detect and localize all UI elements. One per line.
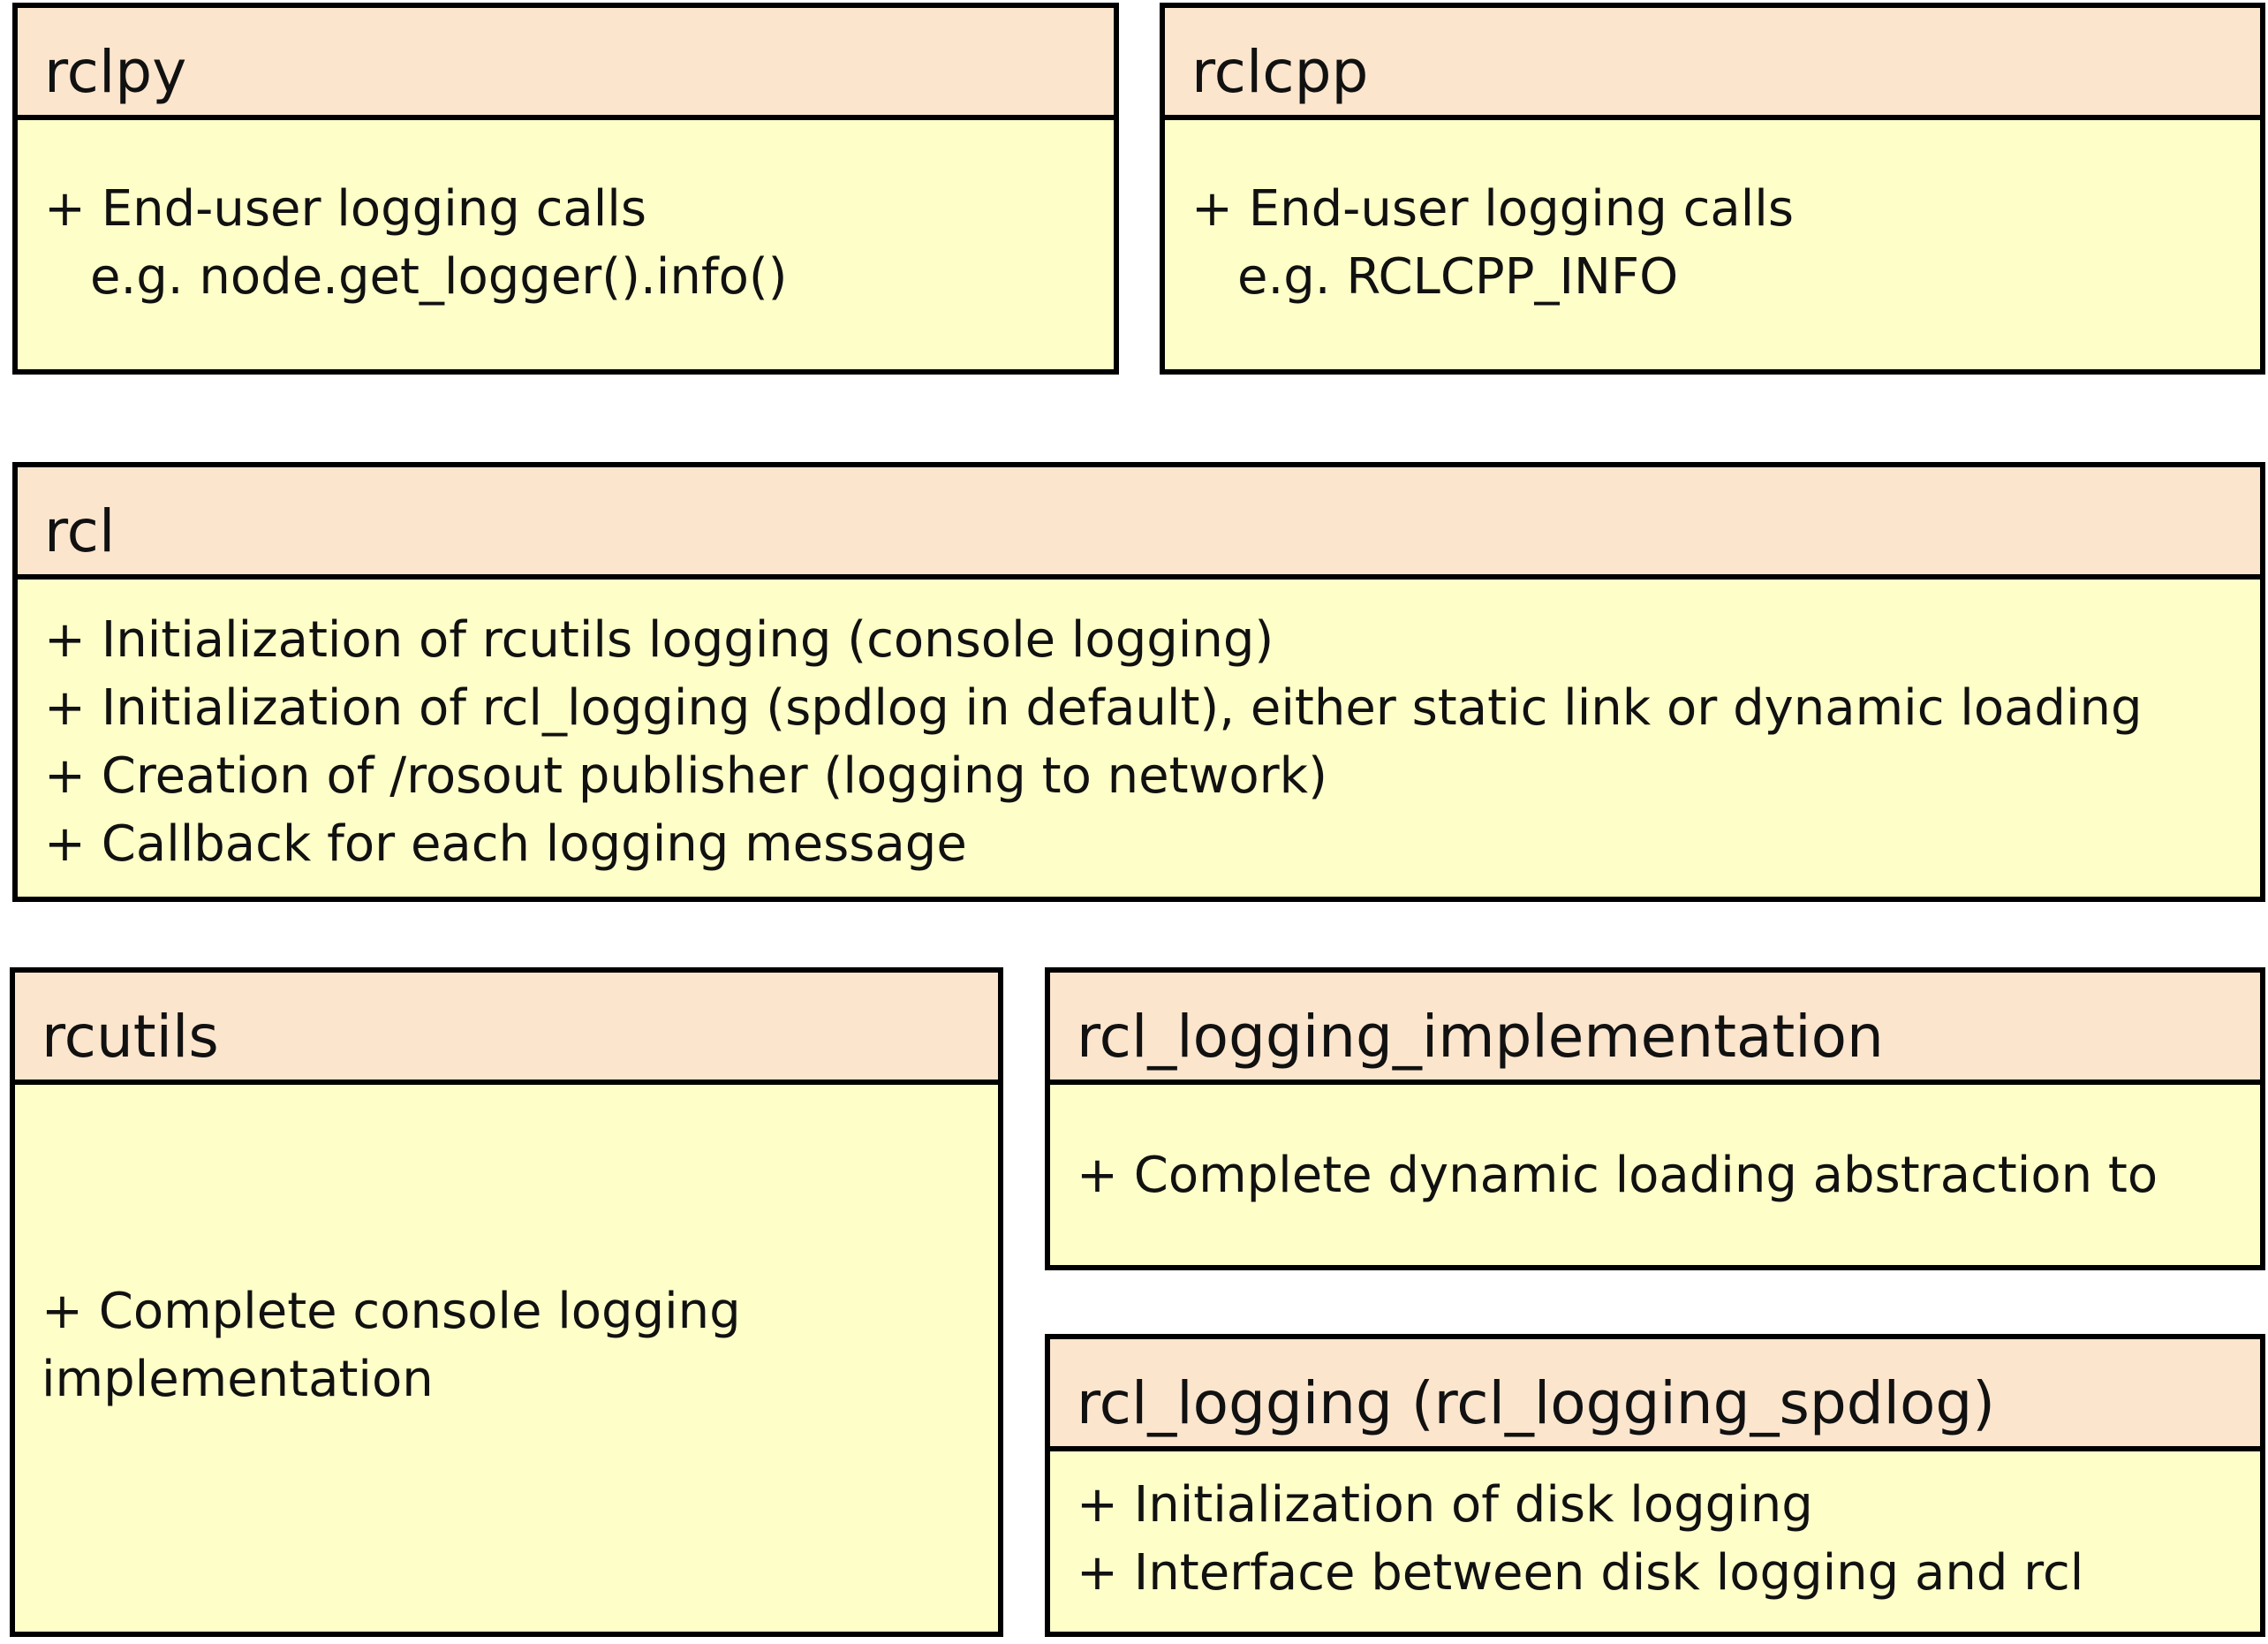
rcl-title: rcl bbox=[18, 467, 2260, 580]
rcl-logging-body: + Initialization of disk logging + Inter… bbox=[1050, 1451, 2260, 1632]
rclcpp-body: + End-user logging calls e.g. RCLCPP_INF… bbox=[1165, 120, 2260, 369]
rcl-line-4: + Callback for each logging message bbox=[44, 815, 967, 873]
rclpy-body: + End-user logging calls e.g. node.get_l… bbox=[18, 120, 1114, 369]
rclcpp-box: rclcpp + End-user logging calls e.g. RCL… bbox=[1160, 3, 2265, 375]
rclpy-line-1: + End-user logging calls bbox=[44, 180, 647, 238]
rcutils-body: + Complete console logging implementatio… bbox=[15, 1085, 998, 1632]
rclcpp-line-2: e.g. RCLCPP_INFO bbox=[1237, 248, 1679, 306]
rcl-logging-implementation-line-1: + Complete dynamic loading abstraction t… bbox=[1077, 1146, 2158, 1204]
rclpy-line-2: e.g. node.get_logger().info() bbox=[90, 248, 788, 306]
rcl-logging-implementation-box: rcl_logging_implementation + Complete dy… bbox=[1045, 967, 2265, 1270]
rcl-logging-line-1: + Initialization of disk logging bbox=[1077, 1476, 1813, 1534]
rcl-logging-implementation-body: + Complete dynamic loading abstraction t… bbox=[1050, 1085, 2260, 1265]
rcl-logging-implementation-title: rcl_logging_implementation bbox=[1050, 973, 2260, 1085]
rcl-line-2: + Initialization of rcl_logging (spdlog … bbox=[44, 679, 2143, 737]
rcutils-line-1: + Complete console logging bbox=[42, 1282, 741, 1340]
rcutils-box: rcutils + Complete console logging imple… bbox=[10, 967, 1003, 1637]
rcl-line-3: + Creation of /rosout publisher (logging… bbox=[44, 747, 1327, 805]
rcl-logging-line-2: + Interface between disk logging and rcl bbox=[1077, 1544, 2084, 1602]
rcl-body: + Initialization of rcutils logging (con… bbox=[18, 580, 2260, 897]
rcl-line-1: + Initialization of rcutils logging (con… bbox=[44, 611, 1274, 669]
rclcpp-title: rclcpp bbox=[1165, 8, 2260, 120]
rcutils-line-2: implementation bbox=[42, 1350, 434, 1408]
rcl-box: rcl + Initialization of rcutils logging … bbox=[12, 462, 2265, 902]
rclpy-box: rclpy + End-user logging calls e.g. node… bbox=[12, 3, 1119, 375]
rcutils-title: rcutils bbox=[15, 973, 998, 1085]
rclcpp-line-1: + End-user logging calls bbox=[1191, 180, 1795, 238]
rclpy-title: rclpy bbox=[18, 8, 1114, 120]
rcl-logging-title: rcl_logging (rcl_logging_spdlog) bbox=[1050, 1339, 2260, 1451]
rcl-logging-box: rcl_logging (rcl_logging_spdlog) + Initi… bbox=[1045, 1334, 2265, 1637]
